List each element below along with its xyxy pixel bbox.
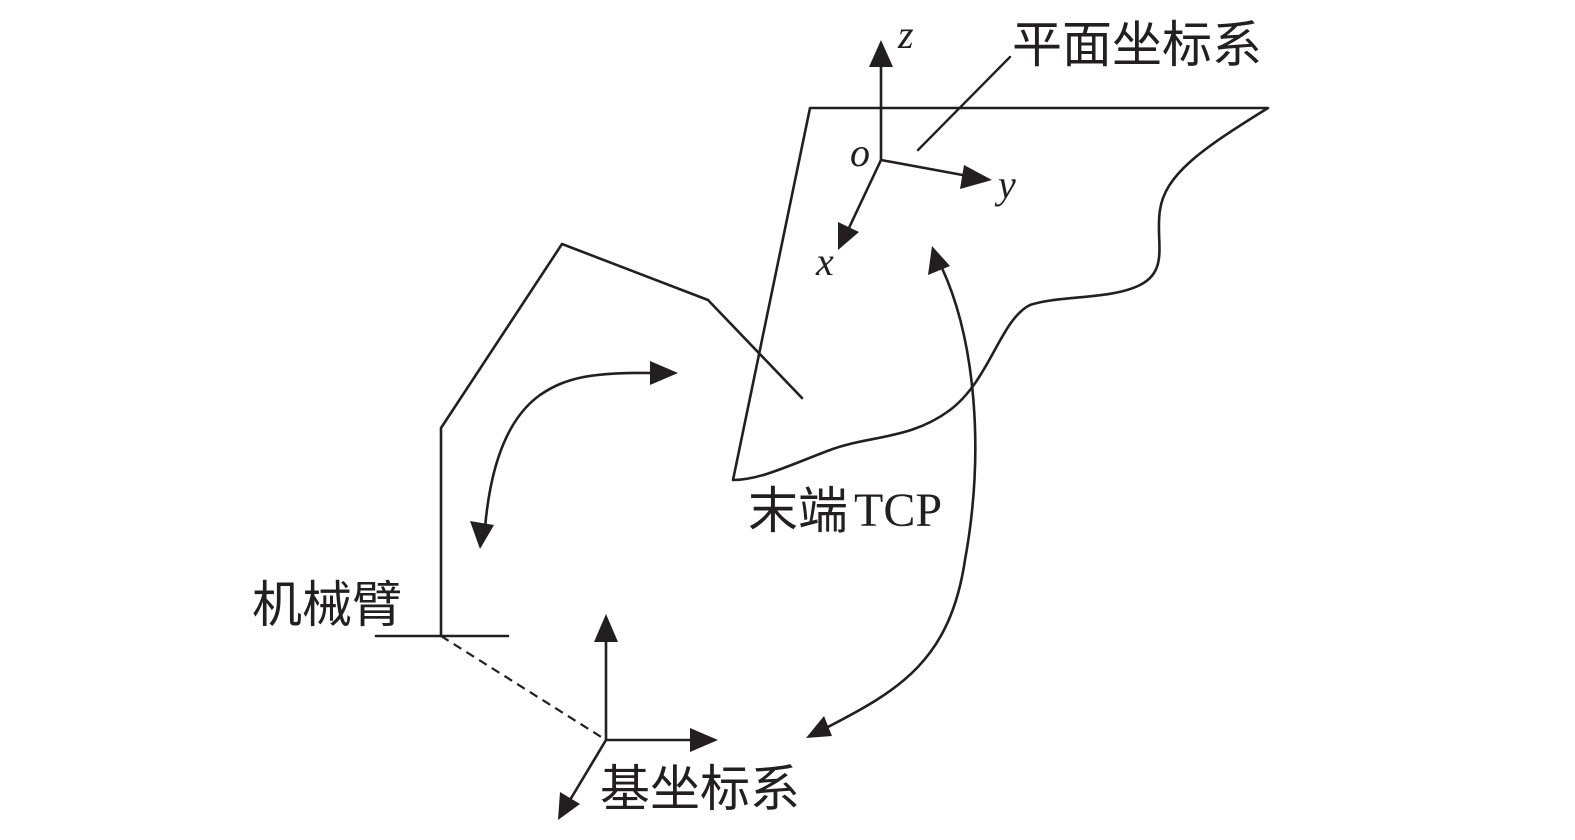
end-tcp-label-latin: TCP: [854, 484, 942, 537]
base-y-arrowhead: [690, 728, 718, 752]
plane-axis-x-label: x: [815, 239, 834, 284]
arm-rotation-arrowhead-right: [650, 361, 678, 385]
plane-y-axis: [879, 158, 970, 178]
plane-coordinate-system-label: 平面坐标系: [1012, 16, 1262, 74]
arm-to-base-dashed: [440, 635, 607, 741]
base-to-plane-arrowhead-bottom: [806, 716, 832, 738]
robot-arm-links: [439, 242, 804, 638]
base-x-arrowhead: [558, 792, 580, 820]
base-x-axis: [568, 738, 608, 802]
plane-x-arrowhead: [838, 222, 859, 250]
base-to-plane-arrowhead-top: [928, 246, 950, 275]
arm-rotation-arrowhead-down: [470, 521, 494, 549]
plane-axis-y-label: y: [994, 162, 1016, 207]
robot-arm-label: 机械臂: [252, 576, 402, 634]
base-axes: [558, 614, 718, 820]
plane-axes: [838, 40, 992, 250]
plane-z-arrowhead: [869, 40, 893, 67]
end-tcp-label-cjk: 末端: [748, 482, 848, 540]
plane-y-arrowhead: [960, 165, 992, 189]
plane-axis-z-label: z: [897, 12, 914, 57]
base-to-plane-arc: [824, 266, 977, 730]
plane-label-leader: [916, 55, 1012, 152]
base-z-arrowhead: [594, 614, 618, 642]
base-coordinate-system-label: 基坐标系: [600, 760, 800, 818]
arm-rotation-arc: [483, 371, 657, 530]
plane-x-axis: [846, 158, 883, 232]
plane-origin-label: o: [850, 130, 870, 175]
plane-outline: [731, 106, 1270, 482]
